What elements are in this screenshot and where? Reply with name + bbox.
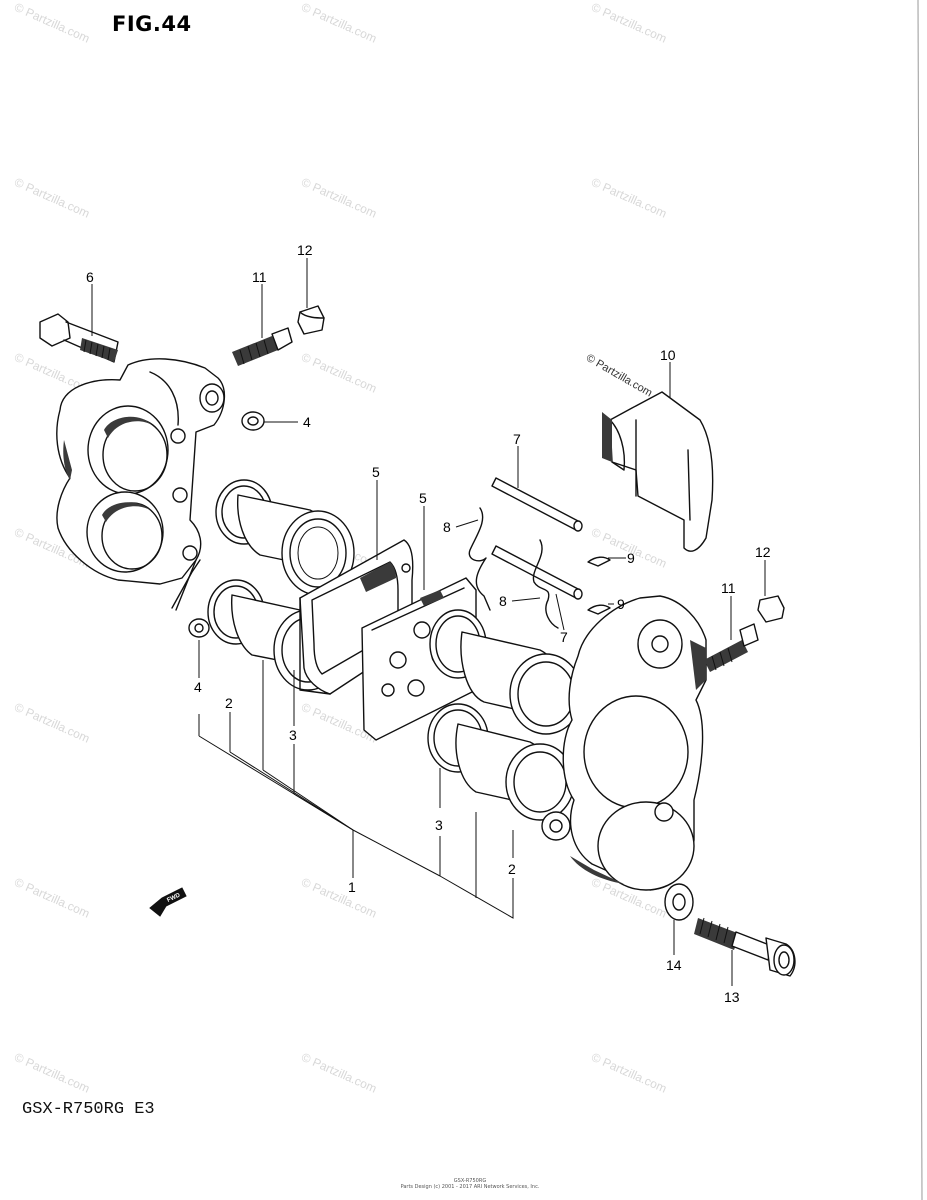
footer-line-1: GSX-R750RG — [453, 1178, 487, 1184]
scan-edge — [917, 0, 923, 1200]
callout-labels: 6 11 12 4 5 5 7 8 9 8 9 7 10 11 12 4 2 3… — [86, 242, 771, 1005]
bleeder-cap-part-12-right — [757, 595, 785, 623]
callout-2: 2 — [225, 695, 233, 711]
callout-11: 11 — [252, 269, 267, 285]
pad-pin-part-7 — [491, 477, 583, 600]
clip-part-9 — [587, 556, 611, 615]
callout-4: 4 — [194, 679, 202, 695]
callout-6: 6 — [86, 269, 94, 285]
washer-part-14 — [664, 883, 694, 921]
caliper-body-left — [56, 358, 225, 611]
callout-8: 8 — [443, 519, 451, 535]
caliper-body-right — [541, 595, 707, 891]
washer-part-4-top — [241, 411, 265, 431]
bolt-part-6 — [39, 313, 119, 363]
bleeder-cap-part-12-top — [297, 305, 325, 335]
callout-7: 7 — [560, 629, 568, 645]
bolt-part-13 — [694, 917, 796, 977]
bleeder-screw-part-11-right — [704, 623, 759, 672]
callout-8: 8 — [499, 593, 507, 609]
forward-direction-arrow: FWD — [149, 887, 187, 917]
callout-11: 11 — [721, 580, 736, 596]
figure-title: FIG.44 — [112, 12, 192, 36]
callout-4: 4 — [303, 414, 311, 430]
callout-3: 3 — [289, 727, 297, 743]
callout-10: 10 — [660, 347, 676, 363]
callout-5: 5 — [372, 464, 380, 480]
callout-2: 2 — [508, 861, 516, 877]
footer-credit: GSX-R750RG Parts Design (c) 2001 - 2017 … — [400, 1178, 540, 1190]
callout-9: 9 — [627, 550, 635, 566]
callout-9: 9 — [617, 596, 625, 612]
model-code: GSX-R750RG E3 — [22, 1100, 155, 1119]
callout-5: 5 — [419, 490, 427, 506]
bleeder-screw-part-11-top — [232, 327, 293, 366]
callout-1: 1 — [348, 879, 356, 895]
pistons-left — [171, 479, 355, 691]
fwd-label: FWD — [166, 892, 182, 903]
leader-lines — [91, 258, 766, 986]
footer-line-2: Parts Design (c) 2001 - 2017 ARI Network… — [400, 1184, 540, 1190]
callout-3: 3 — [435, 817, 443, 833]
pistons-right — [427, 609, 583, 821]
pad-spring-part-8 — [468, 507, 559, 629]
callout-7: 7 — [513, 431, 521, 447]
callout-12: 12 — [297, 242, 313, 258]
pad-plate-part-10 — [602, 391, 714, 552]
callout-13: 13 — [724, 989, 740, 1005]
callout-12: 12 — [755, 544, 771, 560]
callout-14: 14 — [666, 957, 682, 973]
